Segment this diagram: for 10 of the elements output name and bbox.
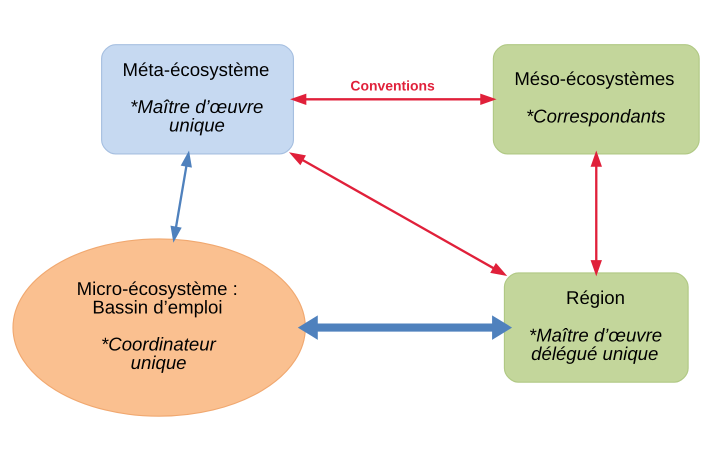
arrow [590,150,602,276]
node-box: Méta-écosystème *Maître d’œuvre unique [101,44,294,154]
arrow [290,94,497,105]
edge-label: Conventions [350,78,435,94]
node-box: Région *Maître d’œuvre délégué unique [504,272,689,383]
arrow [288,152,508,276]
node-ellipse: Micro-écosystème : Bassin d’emploi *Coordinateur unique [12,238,306,417]
arrow [170,150,192,243]
node-box: Méso-écosystèmes *Correspondants [492,44,700,154]
arrow [298,315,512,340]
